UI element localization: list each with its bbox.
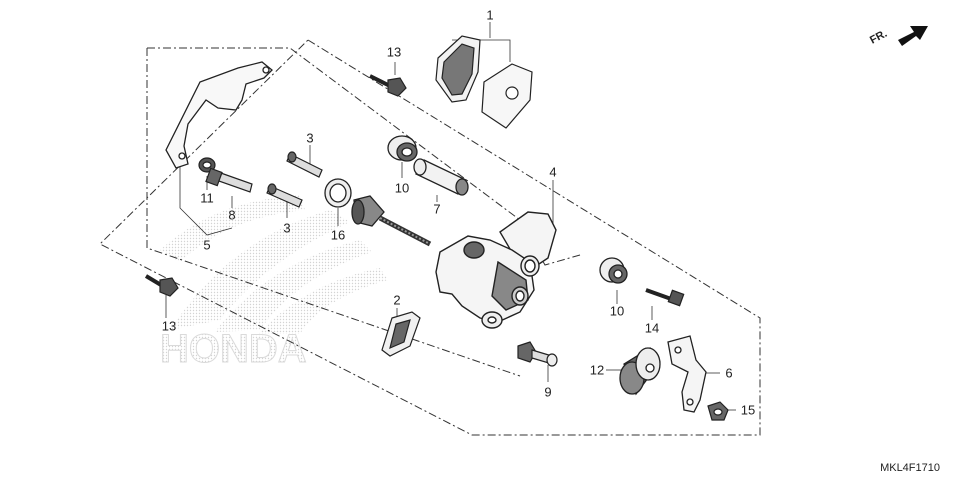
part-seal-10-lower: [599, 257, 628, 284]
part-caliper-body: [435, 211, 557, 329]
part-bolt-lower: [144, 274, 179, 297]
part-bleeder-9: [517, 341, 558, 367]
part-brake-pads: [435, 35, 533, 129]
part-sleeve-7: [413, 158, 469, 196]
part-ring-16: [324, 178, 352, 208]
callout-3-lower: 3: [283, 220, 291, 236]
part-seal-10-upper: [387, 135, 418, 162]
part-bracket-plate-6: [667, 335, 707, 413]
callout-1: 1: [486, 7, 494, 23]
part-pin-8: [205, 167, 253, 193]
callout-2: 2: [393, 292, 401, 308]
diagram-code: MKL4F1710: [880, 462, 940, 474]
callout-5: 5: [203, 237, 211, 253]
callout-13-upper: 13: [386, 44, 402, 60]
callout-15: 15: [740, 402, 756, 418]
part-guide-12: [619, 347, 661, 396]
part-piston-rod: [351, 195, 432, 247]
honda-wing-watermark: HONDA: [160, 195, 388, 372]
watermark-text: HONDA: [160, 327, 307, 371]
part-pin-3a: [286, 151, 323, 178]
callout-11: 11: [200, 190, 214, 206]
callout-9: 9: [544, 384, 552, 400]
callout-10-upper: 10: [394, 180, 410, 196]
part-caliper-bracket: [165, 61, 273, 169]
callout-6: 6: [725, 365, 733, 381]
callout-10-lower: 10: [609, 303, 625, 319]
callout-13-lower: 13: [161, 318, 177, 334]
callout-8: 8: [228, 207, 236, 223]
front-direction-arrow-icon: [898, 26, 928, 46]
callout-12: 12: [589, 362, 605, 378]
callout-7: 7: [433, 201, 441, 217]
callout-4: 4: [549, 164, 557, 180]
callout-3-upper: 3: [306, 130, 314, 146]
part-pad-spring: [381, 311, 421, 357]
part-nut-15: [707, 401, 729, 421]
callout-14: 14: [644, 320, 660, 336]
part-bolt-upper: [369, 74, 407, 97]
callout-16: 16: [330, 227, 346, 243]
part-pin-3b: [266, 183, 303, 208]
part-bolt-14: [645, 288, 685, 307]
